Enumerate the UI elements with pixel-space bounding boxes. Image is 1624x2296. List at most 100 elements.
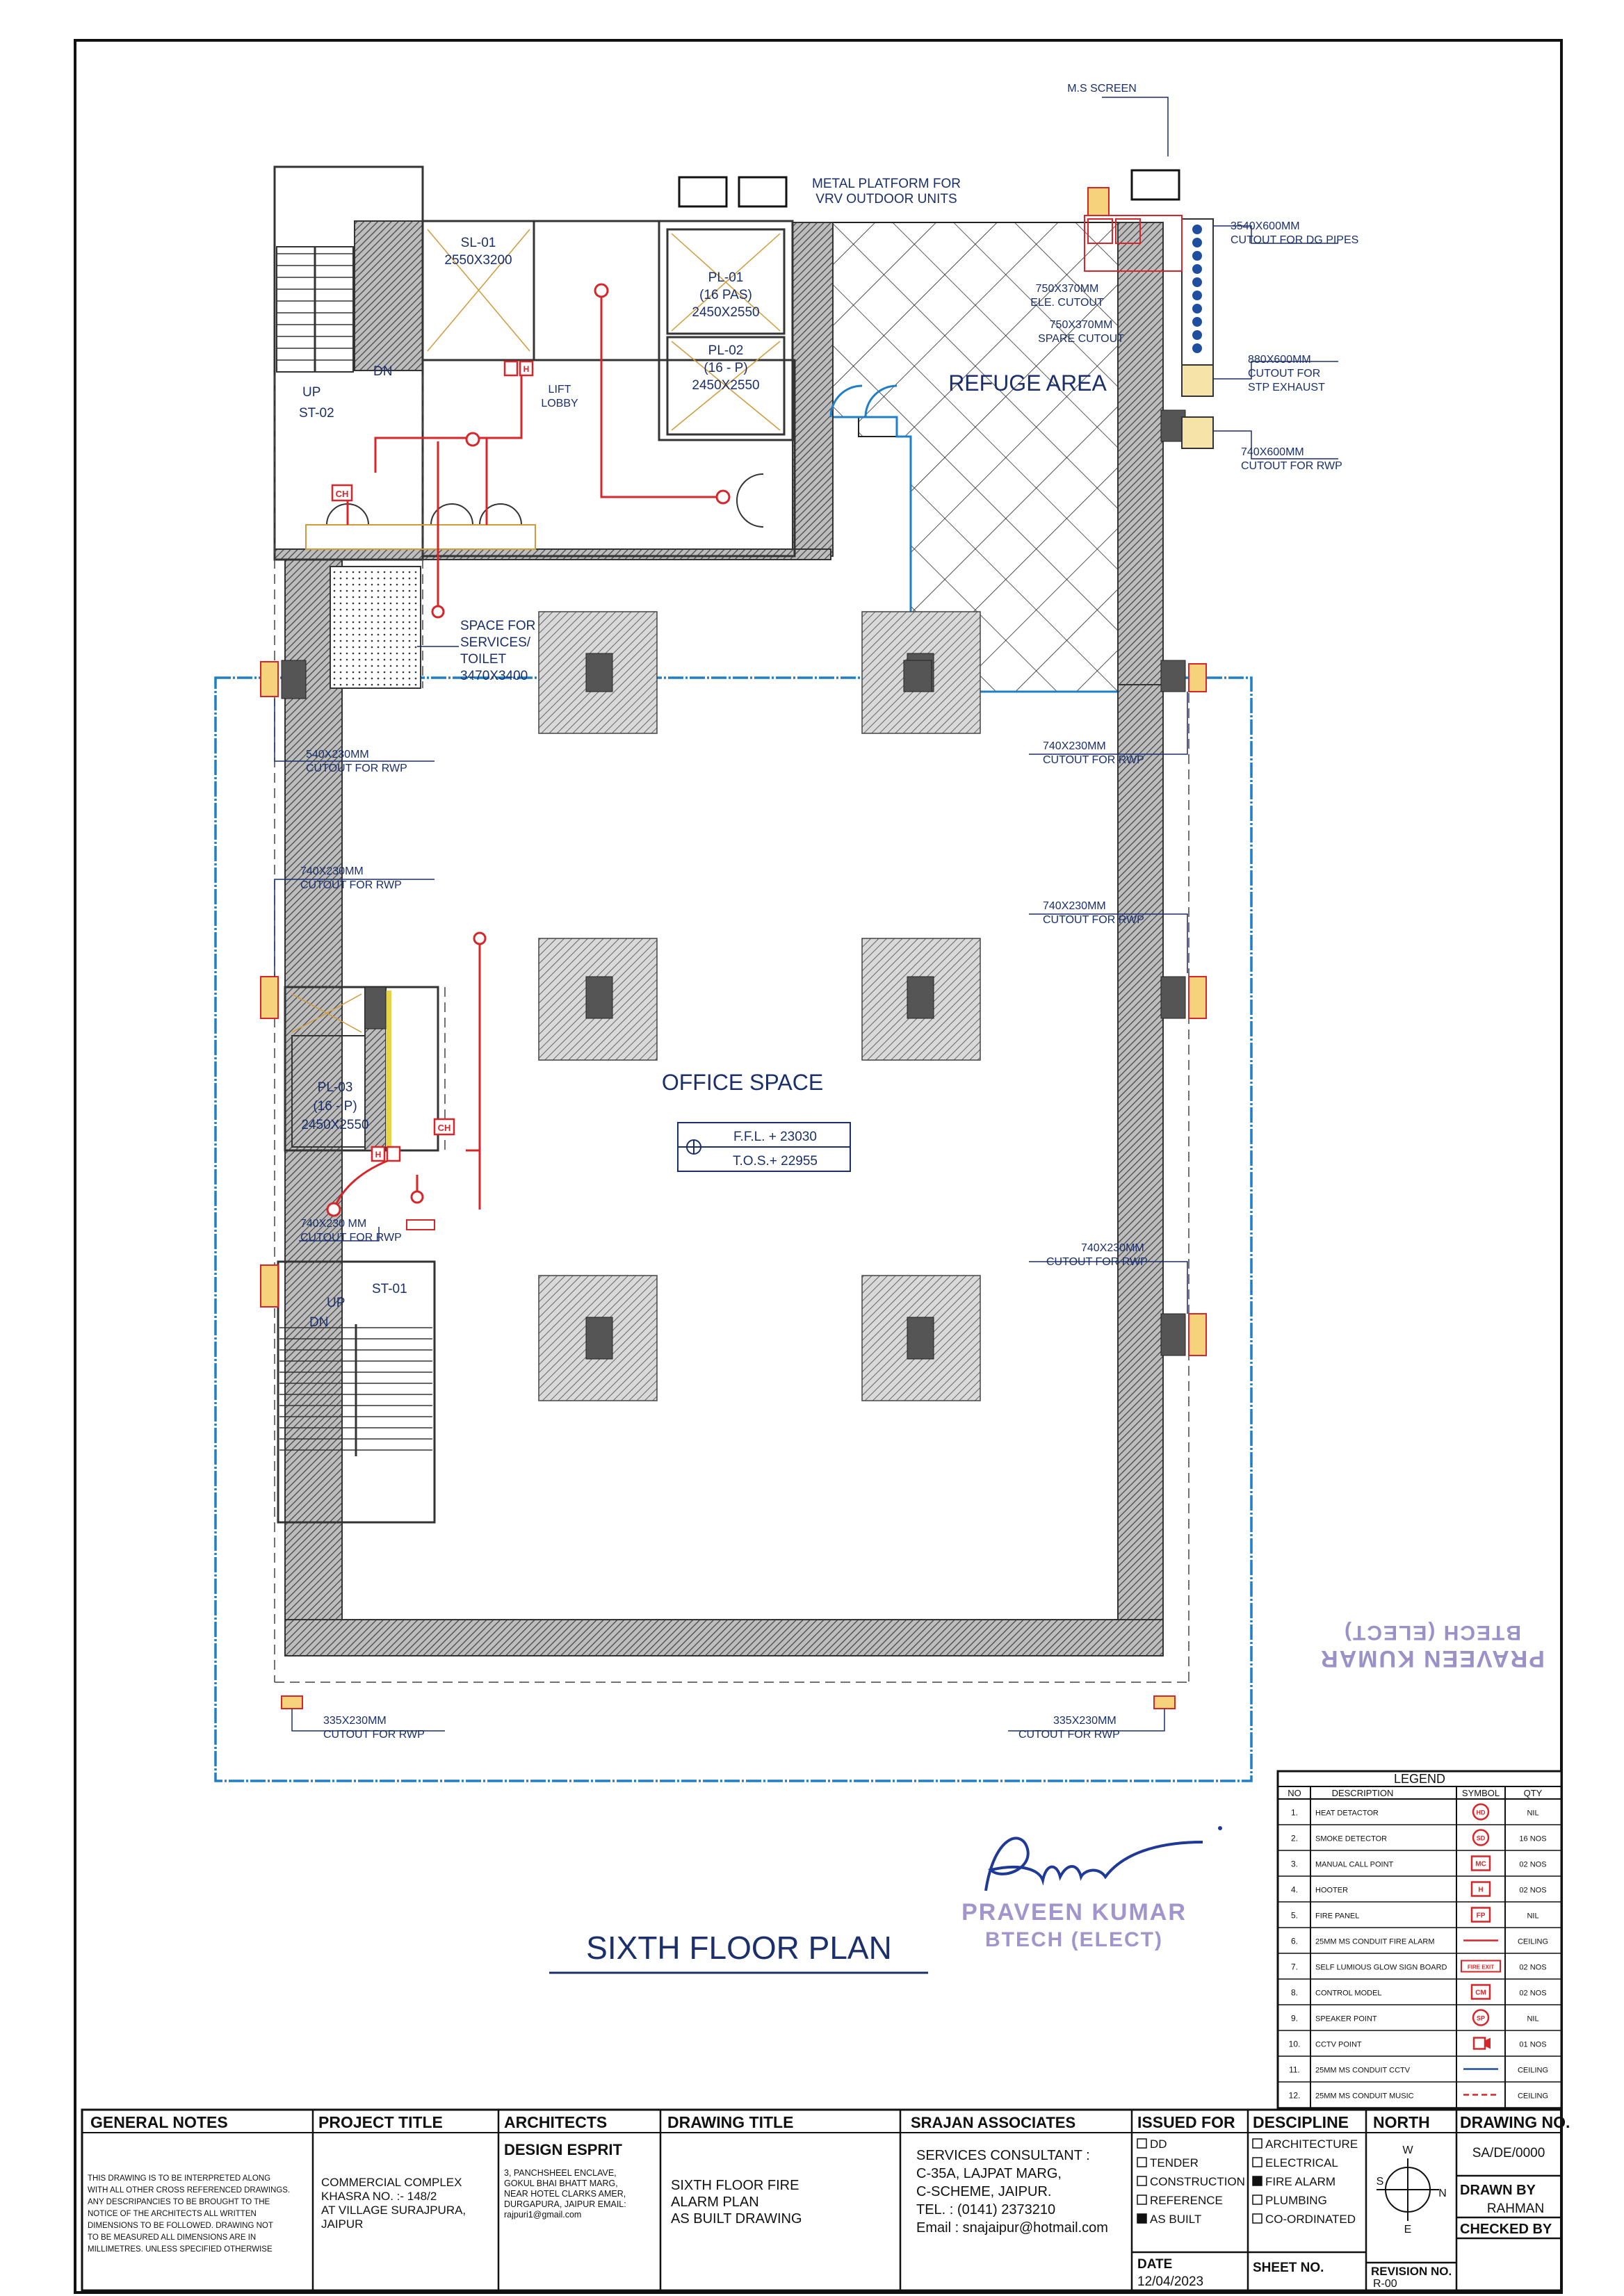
- aaddr-line: DURGAPURA, JAIPUR EMAIL:: [504, 2199, 626, 2209]
- wall-refuge-left: [792, 222, 834, 557]
- legend-header-no: NO: [1288, 1788, 1301, 1798]
- gnotes-line: DIMENSIONS TO BE FOLLOWED. DRAWING NOT: [88, 2222, 273, 2230]
- checkbox-label: PLUMBING: [1265, 2194, 1327, 2207]
- dtitle-line: SIXTH FLOOR FIRE: [671, 2178, 799, 2193]
- legend-no: 10.: [1289, 2039, 1301, 2049]
- dg-pipe-icon: [1192, 330, 1202, 340]
- legend-symbol-icon: [1470, 1855, 1491, 1871]
- tb-drawn-by: RAHMAN: [1487, 2201, 1544, 2216]
- services-area: [330, 566, 421, 689]
- legend-no: 9.: [1291, 2014, 1298, 2024]
- legend-qty: 02 NOS: [1519, 1964, 1546, 1972]
- legend-symbol-text: SD: [1477, 1835, 1486, 1842]
- label-rwp-right1-2: CUTOUT FOR RWP: [1043, 754, 1144, 766]
- label-pl03-3: 2450X2550: [301, 1118, 368, 1132]
- legend-symbol-icon: [1461, 1960, 1501, 1973]
- tb-sheet-no-h: SHEET NO.: [1253, 2261, 1324, 2275]
- tb-checked-by-h: CHECKED BY: [1460, 2222, 1552, 2237]
- label-lift-lobby-1: LIFT: [549, 384, 571, 396]
- checkbox-icon: [1137, 2213, 1147, 2224]
- label-pl01-3: 2450X2550: [692, 305, 759, 320]
- wall-left: [284, 559, 343, 1631]
- label-spare-2: SPARE CUTOUT: [1038, 333, 1124, 345]
- stamp-rotated-degree: BTECH (ELECT): [1343, 1621, 1521, 1644]
- stair-st02: [276, 246, 354, 373]
- legend-no: 4.: [1291, 1885, 1298, 1895]
- plan-title: SIXTH FLOOR PLAN: [586, 1930, 892, 1966]
- leader-lines: [274, 97, 1338, 1732]
- label-metal-platform-2: VRV OUTDOOR UNITS: [815, 192, 957, 206]
- compass-w: W: [1402, 2144, 1413, 2156]
- gnotes-line: WITH ALL OTHER CROSS REFERENCED DRAWINGS…: [88, 2186, 290, 2195]
- legend-qty: 02 NOS: [1519, 1887, 1546, 1895]
- legend-desc: SELF LUMIOUS GLOW SIGN BOARD: [1315, 1964, 1447, 1972]
- checkbox-icon: [1137, 2195, 1147, 2205]
- checkbox-icon: [1137, 2138, 1147, 2149]
- label-services-3: TOILET: [460, 652, 507, 667]
- legend-header-sym: SYMBOL: [1462, 1788, 1500, 1798]
- label-services-4: 3470X3400: [460, 669, 528, 683]
- columns: [281, 409, 1186, 1401]
- checkbox-label: DD: [1150, 2138, 1167, 2151]
- label-rwp-bl-2: CUTOUT FOR RWP: [323, 1729, 425, 1741]
- cctv-icon: [1472, 2037, 1486, 2050]
- stamp-rotated-name: PRAVEEN KUMAR: [1320, 1645, 1545, 1672]
- tb-srajan-h: SRAJAN ASSOCIATES: [911, 2114, 1075, 2131]
- label-pl02-2: (16 - P): [704, 361, 747, 375]
- checkbox-row: ELECTRICAL: [1252, 2156, 1338, 2169]
- gnotes-line: MILLIMETRES. UNLESS SPECIFIED OTHERWISE: [88, 2245, 273, 2254]
- wall-refuge-right: [1117, 222, 1164, 685]
- tb-date: 12/04/2023: [1137, 2274, 1203, 2289]
- label-spare-1: 750X370MM: [1050, 319, 1113, 331]
- tb-discipline-h: DESCIPLINE: [1253, 2113, 1349, 2131]
- tb-drawing-no-h: DRAWING NO.: [1460, 2113, 1570, 2131]
- checkbox-icon: [1252, 2176, 1262, 2186]
- label-pl02-1: PL-02: [708, 343, 744, 358]
- tb-date-h: DATE: [1137, 2257, 1172, 2272]
- slab-outline: [214, 676, 1253, 1782]
- wall-stair2-right: [354, 220, 423, 371]
- label-ms-screen: M.S SCREEN: [1067, 83, 1137, 95]
- legend-no: 5.: [1291, 1911, 1298, 1921]
- floor-plan: CH H CH H: [214, 83, 1358, 1782]
- label-dg-2: CUTOUT FOR DG PIPES: [1231, 234, 1358, 246]
- dg-cutout-column: [1181, 218, 1214, 449]
- ptitle-line: KHASRA NO. :- 148/2: [321, 2190, 437, 2203]
- label-rwp-right2-2: CUTOUT FOR RWP: [1043, 914, 1144, 926]
- label-rwp-left2-2: CUTOUT FOR RWP: [300, 879, 402, 891]
- pl03-lines: [291, 993, 362, 1033]
- label-st01-dn: DN: [309, 1315, 328, 1330]
- ptitle-line: JAIPUR: [321, 2217, 363, 2231]
- label-elec-2: ELE. CUTOUT: [1030, 297, 1104, 309]
- tb-drawn-by-h: DRAWN BY: [1460, 2183, 1536, 2198]
- dg-pipe-icon: [1192, 238, 1202, 247]
- sym-h-label-1: H: [523, 364, 530, 374]
- legend-title: LEGEND: [1394, 1772, 1445, 1786]
- label-rwp-left3-1: 740X230 MM: [300, 1218, 366, 1230]
- consult-line: Email : snajaipur@hotmail.com: [916, 2220, 1108, 2236]
- ptitle-line: COMMERCIAL COMPLEX: [321, 2176, 462, 2189]
- legend-desc: 25MM MS CONDUIT FIRE ALARM: [1315, 1938, 1435, 1946]
- label-st02-up: UP: [302, 385, 320, 400]
- door-swing-1: [829, 384, 863, 418]
- compass-s: S: [1377, 2176, 1384, 2188]
- legend-symbol-icon: [1470, 1881, 1491, 1897]
- legend-symbol-icon: [1472, 2009, 1490, 2026]
- label-rwp-br-1: 335X230MM: [1053, 1715, 1116, 1727]
- legend-desc: SPEAKER POINT: [1315, 2015, 1377, 2024]
- label-metal-platform-1: METAL PLATFORM FOR: [812, 177, 961, 191]
- legend-symbol-text: H: [1478, 1887, 1483, 1894]
- north-compass-icon: W S N E: [1377, 2144, 1447, 2236]
- door-swing-3: [736, 473, 764, 501]
- tb-project-title-h: PROJECT TITLE: [318, 2113, 443, 2131]
- sym-ch-label-1: CH: [336, 489, 349, 499]
- legend-header-desc: DESCRIPTION: [1332, 1788, 1394, 1798]
- label-rwp-left2-1: 740X230MM: [300, 865, 364, 877]
- sheet-border: [74, 39, 1563, 2294]
- consult-line: TEL. : (0141) 2373210: [916, 2202, 1055, 2217]
- label-pl01-1: PL-01: [708, 270, 744, 285]
- legend-no: 2.: [1291, 1834, 1298, 1843]
